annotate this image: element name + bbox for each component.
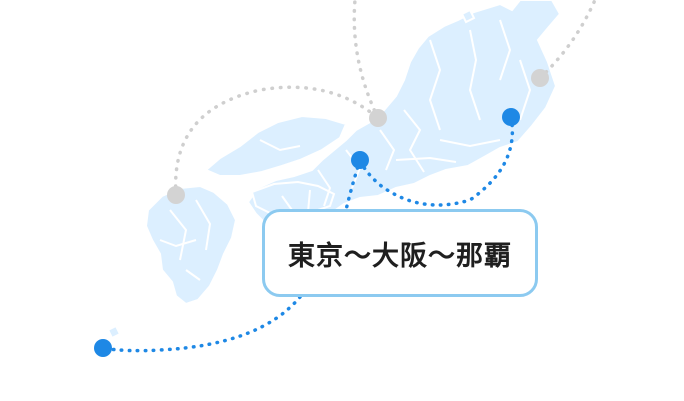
route-title: 東京〜大阪〜那覇 <box>288 240 512 272</box>
shikoku-island <box>250 180 336 218</box>
japan-landmass <box>106 0 562 340</box>
inactive-point-kyushu <box>167 186 185 204</box>
region-borders <box>159 19 532 281</box>
small-island-1 <box>460 8 476 24</box>
route-label: 東京〜大阪〜那覇 <box>262 209 538 297</box>
route-to-naha <box>101 295 302 353</box>
kyushu-island <box>144 184 238 306</box>
inactive-routes <box>173 0 597 197</box>
inactive-point-northeast <box>531 69 549 87</box>
osaka-point[interactable] <box>351 151 369 169</box>
route-osaka-south <box>344 158 362 212</box>
active-route <box>101 115 515 353</box>
inactive-route-north <box>352 0 380 120</box>
honshu-north-coast <box>204 114 348 177</box>
inactive-point-central <box>369 109 387 127</box>
small-island-2 <box>106 324 122 340</box>
tokyo-point[interactable] <box>502 108 520 126</box>
naha-point[interactable] <box>94 339 112 357</box>
route-tokyo-osaka <box>358 115 515 207</box>
inactive-route-northeast <box>538 0 597 80</box>
